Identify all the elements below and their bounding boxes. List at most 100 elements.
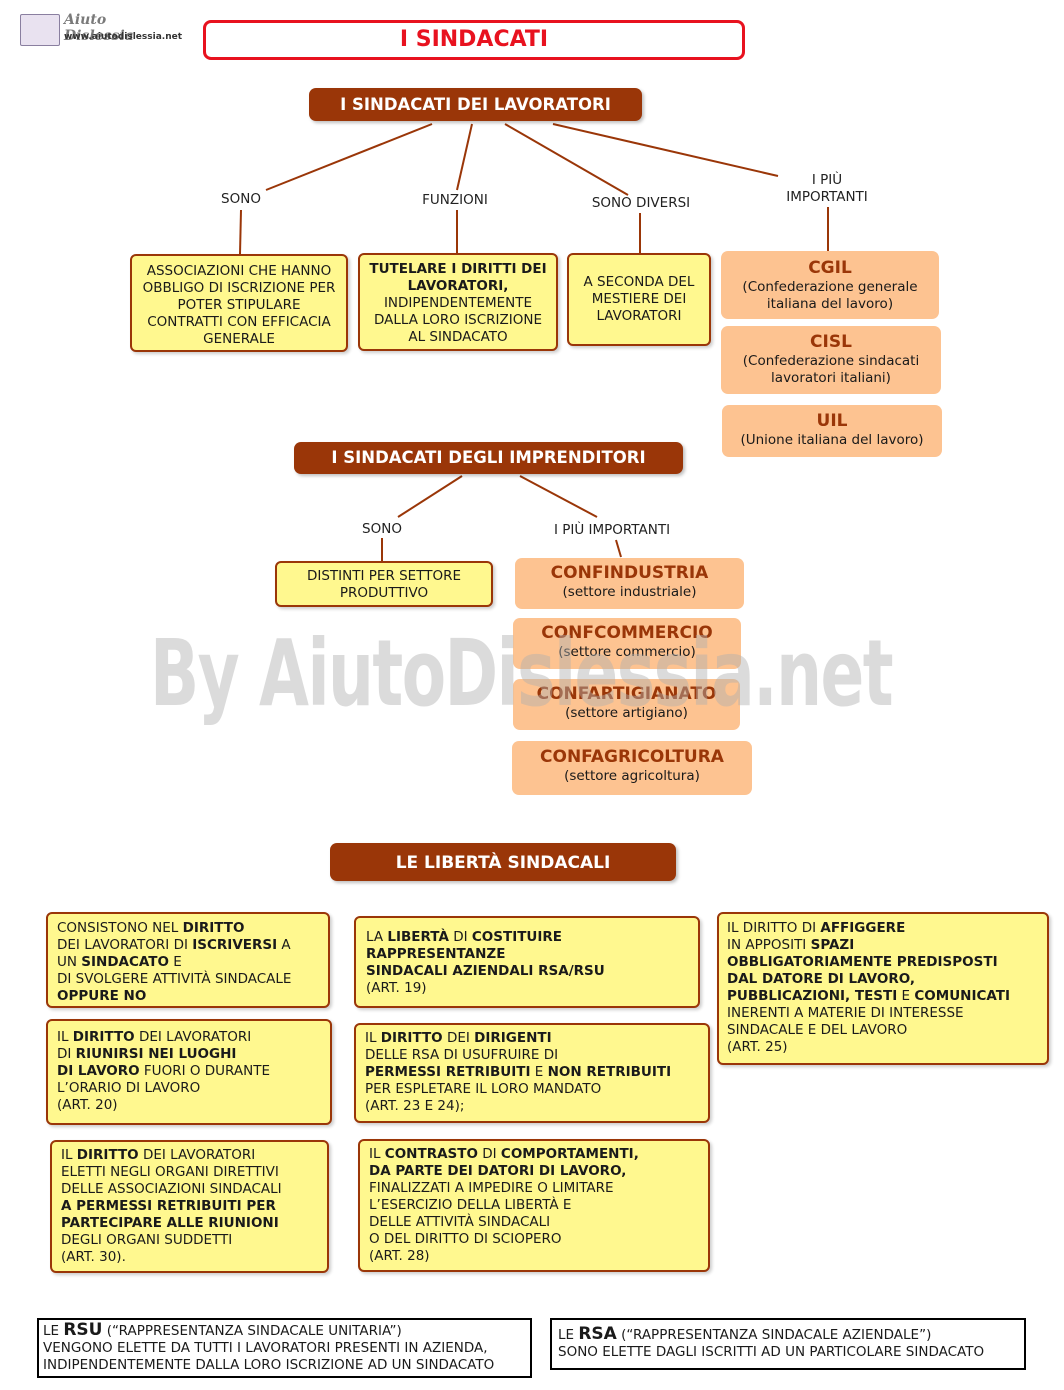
org-name: CONFARTIGIANATO	[536, 684, 717, 704]
link-piu-importanti: I PIÙ IMPORTANTI	[786, 172, 868, 205]
bold-text: DIRITTO	[76, 1147, 139, 1163]
link-sono: SONO	[221, 191, 261, 207]
bold-text: COMPORTAMENTI,	[500, 1146, 639, 1162]
text: E	[897, 988, 915, 1004]
text: DEI	[442, 1030, 475, 1046]
bold-text: DIRITTO	[380, 1030, 443, 1046]
text: IN APPOSITI	[727, 937, 811, 953]
bold-text: DA PARTE DEI DATORI DI LAVORO,	[369, 1163, 627, 1179]
text: IL	[61, 1147, 77, 1163]
bold-text: COSTITUIRE	[471, 929, 563, 945]
text: UN	[57, 954, 82, 970]
text: O DEL DIRITTO DI SCIOPERO	[369, 1231, 562, 1247]
book-icon	[20, 14, 60, 46]
text: (ART. 25)	[727, 1039, 788, 1055]
text: L’ESERCIZIO DELLA LIBERTÀ E	[369, 1197, 572, 1213]
text: IL	[57, 1029, 73, 1045]
bold-text: AFFIGGERE	[820, 920, 906, 936]
union-uil: UIL (Unione italiana del lavoro)	[722, 405, 942, 457]
org-confindustria: CONFINDUSTRIA (settore industriale)	[515, 558, 744, 609]
box-mestiere: A SECONDA DEL MESTIERE DEI LAVORATORI	[567, 253, 711, 346]
text: (ART. 19)	[366, 980, 427, 996]
text: DELLE RSA DI USUFRUIRE DI	[365, 1047, 559, 1063]
bold-text: LIBERTÀ	[387, 929, 449, 945]
link-piu-importanti-2: I PIÙ IMPORTANTI	[553, 522, 671, 538]
union-cisl: CISL (Confederazione sindacati lavorator…	[721, 326, 941, 394]
text: DI SVOLGERE ATTIVITÀ SINDACALE	[57, 971, 292, 987]
box-distinti: DISTINTI PER SETTORE PRODUTTIVO	[275, 561, 493, 607]
text: DI	[477, 1146, 501, 1162]
link-sono-diversi: SONO DIVERSI	[591, 195, 691, 211]
note-rsa: LE RSA (“RAPPRESENTANZA SINDACALE AZIEND…	[550, 1318, 1026, 1370]
workers-header: I SINDACATI DEI LAVORATORI	[309, 88, 642, 121]
bold-text: PUBBLICAZIONI, TESTI	[727, 988, 898, 1004]
bold-text: PARTECIPARE ALLE RIUNIONI	[61, 1215, 279, 1231]
logo: Aiuto Dislessia www.aiutodislessia.net	[20, 12, 182, 48]
bold-text: DAL DATORE DI LAVORO,	[727, 971, 916, 987]
union-desc: (Confederazione generale italiana del la…	[742, 279, 918, 312]
text: DELLE ASSOCIAZIONI SINDACALI	[61, 1181, 282, 1197]
box-distinti-text: DISTINTI PER SETTORE PRODUTTIVO	[306, 568, 462, 601]
org-confartigianato: CONFARTIGIANATO (settore artigiano)	[513, 679, 740, 730]
bold-text: PERMESSI RETRIBUITI	[365, 1064, 531, 1080]
note-line1: (“RAPPRESENTANZA SINDACALE UNITARIA”)	[102, 1323, 402, 1339]
note-prefix: LE	[43, 1323, 64, 1339]
text: (ART. 20)	[57, 1097, 118, 1113]
org-desc: (settore industriale)	[562, 584, 697, 600]
text: (ART. 23 E 24);	[365, 1098, 465, 1114]
bold-text: A PERMESSI RETRIBUITI PER	[61, 1198, 276, 1214]
text: (ART. 28)	[369, 1248, 430, 1264]
bold-text: NON RETRIBUITI	[547, 1064, 672, 1080]
text: LA	[366, 929, 388, 945]
bold-text: OPPURE NO	[57, 988, 147, 1004]
text: E	[530, 1064, 548, 1080]
bold-text: OBBLIGATORIAMENTE PREDISPOSTI	[727, 954, 998, 970]
text: CONSISTONO NEL	[57, 920, 183, 936]
text: A	[277, 937, 291, 953]
text: (ART. 30).	[61, 1249, 126, 1265]
bold-text: SINDACALI AZIENDALI RSA/RSU	[366, 963, 605, 979]
employers-header: I SINDACATI DEGLI IMPRENDITORI	[294, 442, 683, 474]
text: DEI LAVORATORI	[138, 1147, 256, 1163]
freedoms-header: LE LIBERTÀ SINDACALI	[330, 843, 676, 881]
bold-text: DIRIGENTI	[474, 1030, 552, 1046]
freedom-item: IL CONTRASTO DI COMPORTAMENTI,DA PARTE D…	[358, 1139, 710, 1272]
box-funzioni-rest: INDIPENDENTEMENTE DALLA LORO ISCRIZIONE …	[373, 295, 543, 345]
logo-name: Aiuto Dislessia	[64, 12, 134, 44]
note-rsu: LE RSU (“RAPPRESENTANZA SINDACALE UNITAR…	[37, 1318, 532, 1378]
text: E	[168, 954, 182, 970]
bold-text: DI LAVORO	[57, 1063, 140, 1079]
note-prefix: LE	[558, 1327, 579, 1343]
org-name: CONFINDUSTRIA	[550, 563, 709, 583]
box-mestiere-text: A SECONDA DEL MESTIERE DEI LAVORATORI	[583, 274, 695, 324]
org-name: CONFCOMMERCIO	[541, 623, 713, 643]
text: FUORI O DURANTE	[139, 1063, 270, 1079]
union-name: CISL	[810, 332, 852, 352]
note-abbr: RSU	[63, 1320, 103, 1340]
link-sono-2: SONO	[362, 521, 402, 537]
org-desc: (settore agricoltura)	[564, 768, 700, 784]
text: IL	[369, 1146, 385, 1162]
text: IL DIRITTO DI	[727, 920, 821, 936]
union-cgil: CGIL (Confederazione generale italiana d…	[721, 251, 939, 319]
org-desc: (settore artigiano)	[565, 705, 688, 721]
union-desc: (Unione italiana del lavoro)	[740, 432, 924, 448]
box-associazioni-text: ASSOCIAZIONI CHE HANNO OBBLIGO DI ISCRIZ…	[142, 263, 336, 347]
box-associazioni: ASSOCIAZIONI CHE HANNO OBBLIGO DI ISCRIZ…	[130, 254, 348, 352]
bold-text: RIUNIRSI NEI LUOGHI	[75, 1046, 237, 1062]
bold-text: SINDACATO	[81, 954, 169, 970]
union-name: UIL	[816, 411, 848, 431]
bold-text: DIRITTO	[182, 920, 245, 936]
org-desc: (settore commercio)	[558, 644, 696, 660]
union-name: CGIL	[808, 258, 852, 278]
box-funzioni: TUTELARE I DIRITTI DEI LAVORATORI, INDIP…	[358, 253, 558, 351]
text: DI	[448, 929, 472, 945]
bold-text: COMUNICATI	[914, 988, 1011, 1004]
text: IL	[365, 1030, 381, 1046]
text: FINALIZZATI A IMPEDIRE O LIMITARE	[369, 1180, 614, 1196]
